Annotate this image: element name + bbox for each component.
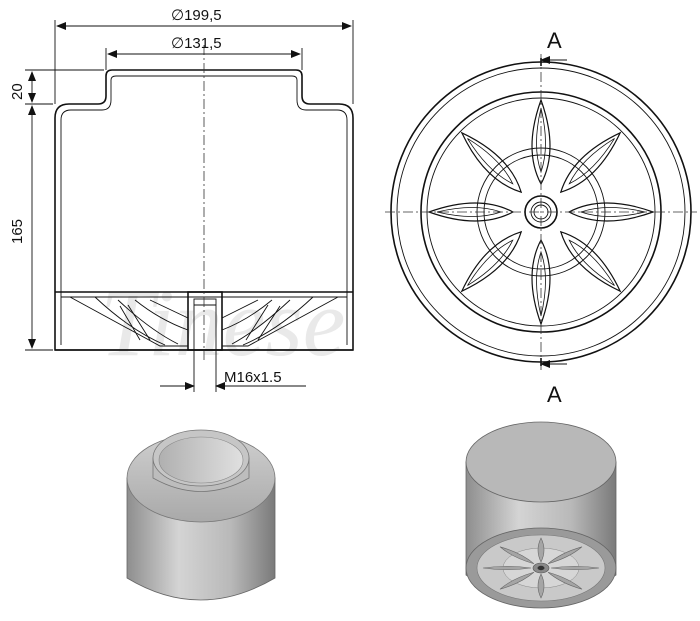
- render-rib: [550, 565, 600, 571]
- rib-petal: [460, 230, 523, 293]
- render-rib: [537, 537, 545, 563]
- rib-petal: [460, 131, 523, 194]
- body-height-label: 165: [9, 219, 26, 244]
- top-view: [385, 54, 697, 372]
- render-rib: [537, 573, 545, 599]
- thread-label: M16x1.5: [224, 369, 282, 386]
- section-mark-top: A: [540, 28, 567, 66]
- collar-height-label: 20: [9, 83, 26, 100]
- section-mark-top-label: A: [547, 28, 562, 53]
- dimension-collar-height: 20: [9, 69, 104, 105]
- render-rib: [499, 571, 535, 590]
- rib-petal: [559, 230, 622, 293]
- render-rib-petals: [482, 537, 600, 599]
- dimension-inner-diameter: ∅131,5: [105, 35, 303, 70]
- render-top-isometric: [126, 429, 276, 601]
- render-rib: [482, 565, 532, 571]
- rib-petals: [427, 98, 655, 326]
- outer-diameter-label: ∅199,5: [171, 7, 222, 24]
- section-mark-bottom: A: [540, 358, 567, 407]
- render-rib: [499, 546, 535, 565]
- rib-petal: [559, 131, 622, 194]
- render-rib: [547, 571, 583, 590]
- render-rib: [547, 546, 583, 565]
- inner-diameter-label: ∅131,5: [171, 35, 222, 52]
- dimension-thread: M16x1.5: [160, 350, 306, 392]
- dimension-outer-diameter: ∅199,5: [54, 7, 354, 104]
- render-bottom-isometric: [465, 421, 617, 609]
- section-view: [54, 45, 354, 360]
- section-mark-bottom-label: A: [547, 382, 562, 407]
- dimension-body-height: 165: [9, 105, 53, 351]
